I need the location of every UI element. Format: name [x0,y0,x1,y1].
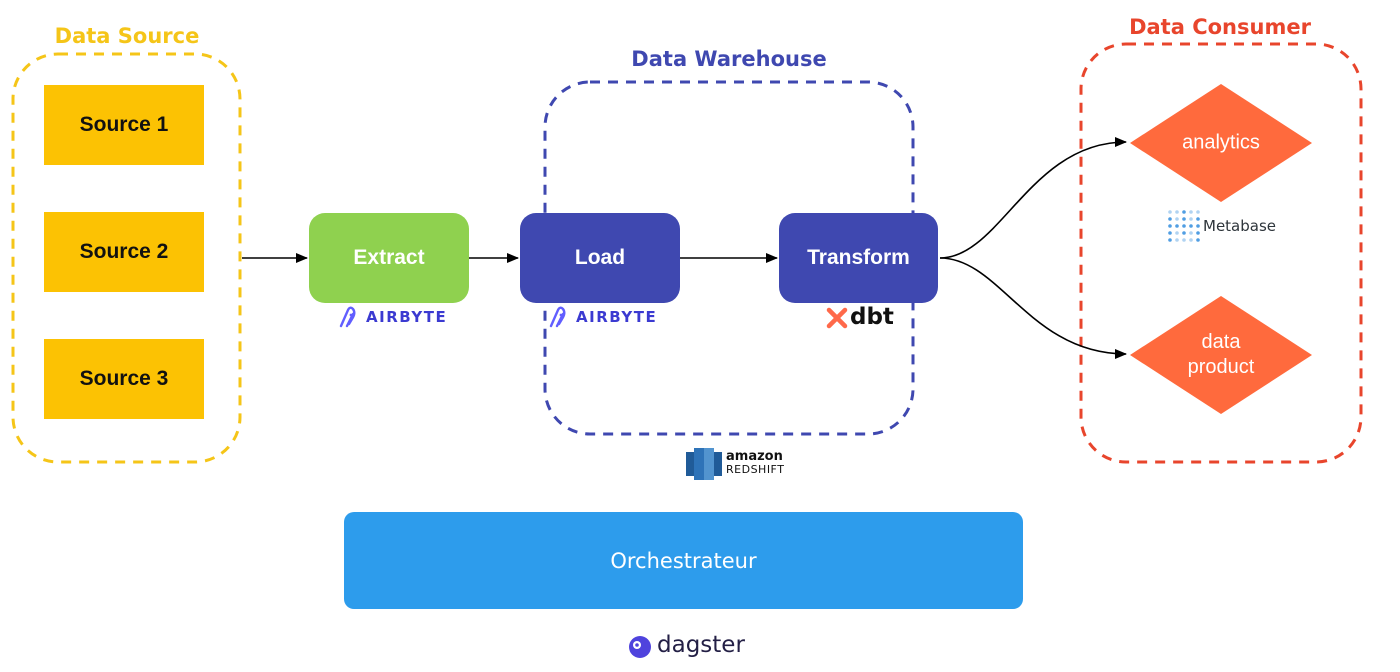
analytics-diamond [1130,84,1312,202]
dbt-wordmark: dbt [850,304,894,330]
data-consumer-group-border [1079,42,1363,464]
source-1-box: Source 1 [44,85,204,165]
analytics-label: analytics [1182,131,1260,154]
dagster-logo-icon [629,636,651,658]
redshift-logo-icon [686,448,722,480]
arrow-transform-to-data-product [939,257,1127,359]
data-source-group-border [11,52,242,464]
data-warehouse-group-title: Data Warehouse [631,47,827,71]
orchestrator-box: Orchestrateur [344,512,1023,609]
data-product-diamond [1130,296,1312,414]
data-product-label-line1: data [1201,331,1241,353]
data-source-group-title: Data Source [54,24,200,48]
data-consumer-group-title: Data Consumer [1129,15,1311,39]
data-product-label: data product [1188,330,1255,380]
arrow-transform-to-analytics [939,137,1127,259]
airbyte-logo-icon [549,306,566,328]
source-3-box: Source 3 [44,339,204,419]
airbyte-wordmark: AIRBYTE [366,308,448,326]
transform-box: Transform [779,213,938,303]
extract-box: Extract [309,213,469,303]
load-box: Load [520,213,680,303]
redshift-wordmark-line2: REDSHIFT [726,463,785,476]
source-2-box: Source 2 [44,212,204,292]
redshift-wordmark-line1: amazon [726,449,783,464]
dbt-logo-icon [826,307,848,329]
data-product-label-line2: product [1187,356,1255,378]
airbyte-wordmark: AIRBYTE [576,308,658,326]
airbyte-logo-icon [339,306,356,328]
metabase-logo-icon [1168,210,1200,242]
metabase-wordmark: Metabase [1203,217,1277,235]
dagster-wordmark: dagster [657,632,745,658]
